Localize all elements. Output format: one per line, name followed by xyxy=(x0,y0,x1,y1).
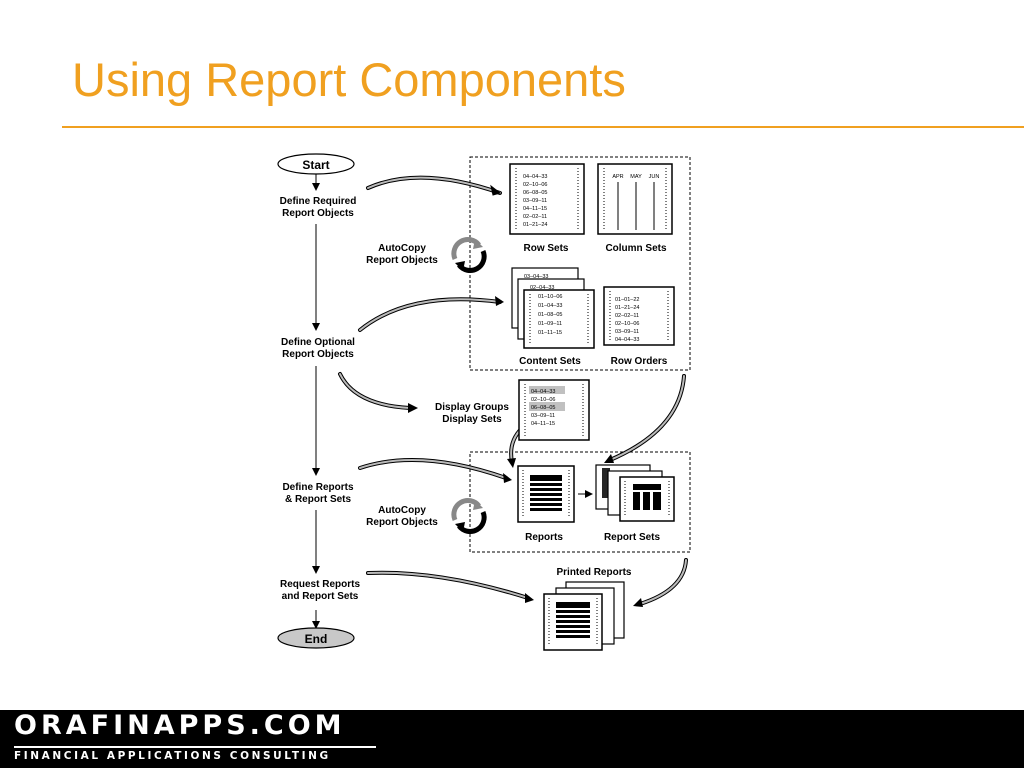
row-orders-caption: Row Orders xyxy=(611,356,668,367)
svg-text:02–10–06: 02–10–06 xyxy=(615,321,639,327)
column-sets-caption: Column Sets xyxy=(605,243,667,254)
display-groups-card: 04–04–33 02–10–06 06–08–05 03–09–11 04–1… xyxy=(518,379,590,441)
svg-text:01–10–06: 01–10–06 xyxy=(538,294,562,300)
column-sets-headers: APR MAY JUN xyxy=(612,174,659,180)
svg-text:01–11–15: 01–11–15 xyxy=(538,330,562,336)
report-sets-card: Report Sets xyxy=(595,464,675,543)
svg-text:01–08–05: 01–08–05 xyxy=(538,312,562,318)
row-sets-values: 04–04–33 02–10–06 06–08–05 03–09–11 04–1… xyxy=(523,174,547,228)
title-divider xyxy=(62,126,1024,128)
printed-reports-caption: Printed Reports xyxy=(556,567,631,578)
svg-text:02–04–33: 02–04–33 xyxy=(530,285,554,291)
svg-text:01–04–33: 01–04–33 xyxy=(538,303,562,309)
start-node: Start xyxy=(277,153,355,175)
svg-text:MAY: MAY xyxy=(630,174,642,180)
brand-divider xyxy=(14,746,376,748)
svg-text:04–04–33: 04–04–33 xyxy=(531,389,555,395)
row-sets-card: 04–04–33 02–10–06 06–08–05 03–09–11 04–1… xyxy=(509,163,585,254)
reports-card: Reports xyxy=(517,465,575,543)
brand-logo-text: ORAFINAPPS.COM xyxy=(14,710,346,741)
svg-text:02–10–06: 02–10–06 xyxy=(531,397,555,403)
slide-title: Using Report Components xyxy=(72,53,626,106)
row-orders-card: 01–01–22 01–21–24 02–02–11 02–10–06 03–0… xyxy=(603,286,675,367)
svg-text:04–11–15: 04–11–15 xyxy=(523,206,547,212)
svg-text:03–09–11: 03–09–11 xyxy=(531,413,555,419)
flow-arrows xyxy=(338,175,688,607)
svg-text:01–09–11: 01–09–11 xyxy=(538,321,562,327)
svg-text:01–21–24: 01–21–24 xyxy=(615,305,639,311)
svg-text:02–10–06: 02–10–06 xyxy=(523,182,547,188)
svg-text:02–02–11: 02–02–11 xyxy=(615,313,639,319)
autocopy-cycle-icon xyxy=(451,498,487,534)
report-objects-group xyxy=(469,156,691,371)
svg-text:01–21–24: 01–21–24 xyxy=(523,222,547,228)
display-values: 04–04–33 02–10–06 06–08–05 03–09–11 04–1… xyxy=(531,389,555,427)
svg-text:04–04–33: 04–04–33 xyxy=(523,174,547,180)
svg-text:03–09–11: 03–09–11 xyxy=(615,329,639,335)
step-define-reports: Define Reports& Report Sets xyxy=(282,482,354,505)
printed-reports-card: Printed Reports xyxy=(543,567,632,651)
footer-bar xyxy=(0,710,1024,768)
reports-caption: Reports xyxy=(525,532,563,543)
row-sets-caption: Row Sets xyxy=(523,243,568,254)
content-sets-values: 01–10–06 01–04–33 01–08–05 01–09–11 01–1… xyxy=(538,294,562,336)
column-sets-card: APR MAY JUN Column Sets xyxy=(597,163,673,254)
svg-text:06–08–05: 06–08–05 xyxy=(523,190,547,196)
autocopy-cycle-icon xyxy=(451,237,487,273)
svg-text:APR: APR xyxy=(612,174,623,180)
content-sets-caption: Content Sets xyxy=(519,356,581,367)
svg-text:04–04–33: 04–04–33 xyxy=(615,337,639,343)
report-sets-caption: Report Sets xyxy=(604,532,661,543)
start-label: Start xyxy=(302,158,329,172)
svg-text:02–02–11: 02–02–11 xyxy=(523,214,547,220)
brand-tagline: FINANCIAL APPLICATIONS CONSULTING xyxy=(14,750,331,762)
svg-text:06–08–05: 06–08–05 xyxy=(531,405,555,411)
svg-text:04–11–15: 04–11–15 xyxy=(531,421,555,427)
svg-text:01–01–22: 01–01–22 xyxy=(615,297,639,303)
svg-text:03–04–33: 03–04–33 xyxy=(524,274,548,280)
content-sets-card: 03–04–33 02–04–33 01–10–06 01–04–33 01–0… xyxy=(511,267,595,367)
end-label: End xyxy=(305,632,328,646)
svg-text:03–09–11: 03–09–11 xyxy=(523,198,547,204)
end-node: End xyxy=(277,627,355,649)
svg-text:JUN: JUN xyxy=(649,174,660,180)
row-orders-values: 01–01–22 01–21–24 02–02–11 02–10–06 03–0… xyxy=(615,297,639,343)
